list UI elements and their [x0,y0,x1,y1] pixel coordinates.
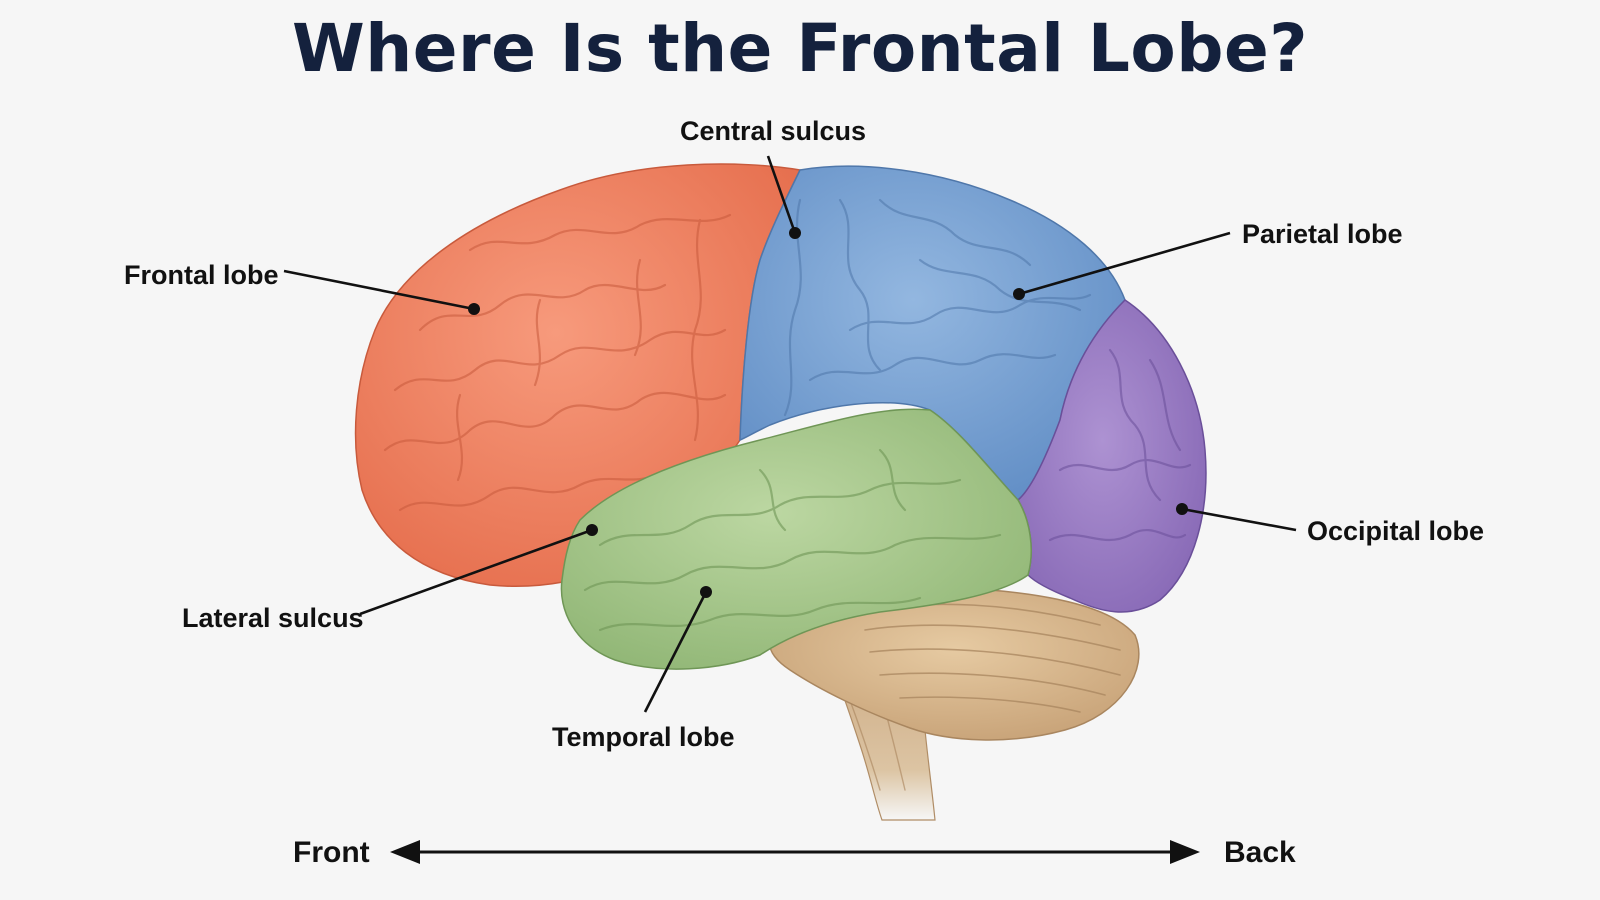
frontal-lobe-marker [468,303,480,315]
leader-lines [283,155,1297,713]
temporal-lobe-label: Temporal lobe [552,722,735,752]
occipital-lobe-label: Occipital lobe [1307,516,1484,546]
arrow-right-icon [1170,840,1200,864]
direction-axis: Front Back [293,836,1296,869]
parietal-lobe-label: Parietal lobe [1242,219,1403,249]
arrow-left-icon [390,840,420,864]
occipital-lobe-marker [1176,503,1188,515]
front-label: Front [293,836,370,869]
lateral-sulcus-label: Lateral sulcus [182,603,364,633]
parietal-lobe-marker [1013,288,1025,300]
frontal-lobe-label: Frontal lobe [124,260,279,290]
central-sulcus-label: Central sulcus [680,116,866,146]
back-label: Back [1224,836,1296,869]
temporal-lobe-marker [700,586,712,598]
temporal-lobe [560,408,1032,670]
central-sulcus-marker [789,227,801,239]
lateral-sulcus-marker [586,524,598,536]
page-title: Where Is the Frontal Lobe? [291,10,1309,87]
